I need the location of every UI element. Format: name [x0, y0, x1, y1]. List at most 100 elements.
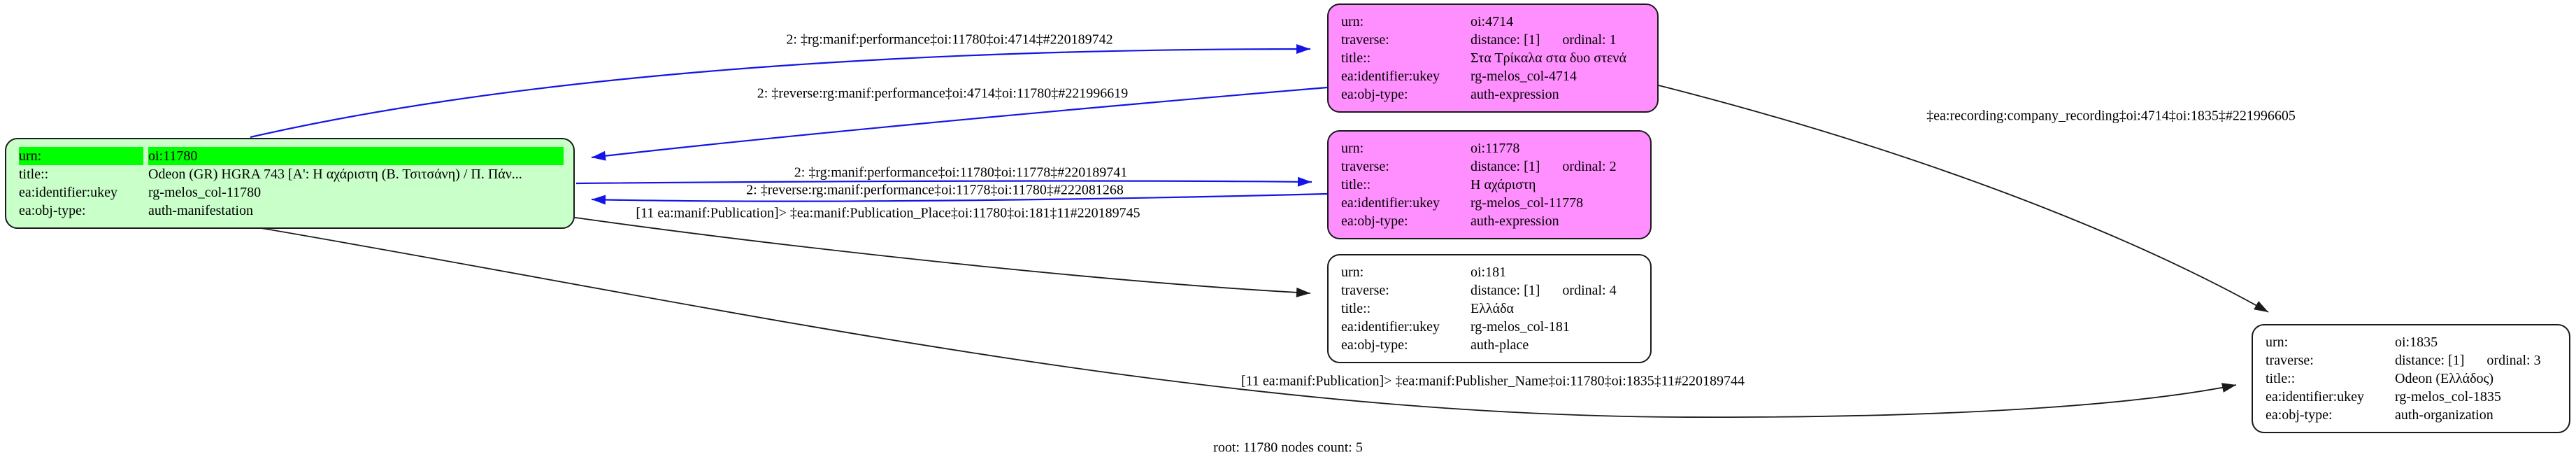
objtype-row: ea:obj-type: auth-organization: [2253, 406, 2569, 424]
field-key: urn:: [1341, 141, 1364, 156]
identifier-row: ea:identifier:ukey rg-melos_col-181: [1329, 318, 1650, 336]
field-value: oi:181: [1471, 265, 1507, 280]
field-value: oi:11780: [148, 147, 564, 165]
field-key: ea:obj-type:: [1341, 87, 1408, 102]
field-value: oi:4714: [1471, 14, 1514, 29]
identifier-row: ea:identifier:ukey rg-melos_col-4714: [1329, 67, 1657, 85]
edge-performance-11780-4714: [250, 44, 1311, 139]
field-key: ea:identifier:ukey: [1341, 319, 1440, 335]
traverse-row: traverse: distance: [1] ordinal: 3: [2253, 351, 2569, 370]
edge-label-reverse-performance-4714: 2: ‡reverse:rg:manif:performance‡oi:4714…: [757, 85, 1129, 101]
distance-value: distance: [1]: [1471, 32, 1540, 48]
urn-row: urn: oi:1835: [2253, 333, 2569, 351]
field-key: traverse:: [1341, 283, 1389, 298]
node-oi-181[interactable]: urn: oi:181 traverse: distance: [1] ordin…: [1327, 254, 1652, 363]
objtype-row: ea:obj-type: auth-expression: [1329, 85, 1657, 104]
field-value: auth-expression: [1471, 87, 1559, 102]
field-value: rg-melos_col-181: [1471, 319, 1570, 335]
field-value: Η αχάριστη: [1471, 177, 1536, 192]
ordinal-value: ordinal: 4: [1562, 283, 1617, 298]
objtype-row: ea:obj-type: auth-place: [1329, 336, 1650, 354]
field-value: auth-manifestation: [148, 203, 253, 218]
objtype-row: ea:obj-type: auth-manifestation: [6, 202, 573, 220]
field-key: title::: [1341, 301, 1371, 316]
title-row: title:: Ελλάδα: [1329, 300, 1650, 318]
field-key: ea:obj-type:: [1341, 213, 1408, 229]
ordinal-value: ordinal: 3: [2486, 353, 2541, 368]
edge-publisher-name-11780-1835: [248, 225, 2237, 419]
field-value: distance: [1] ordinal: 3: [2395, 351, 2559, 370]
field-value: distance: [1] ordinal: 2: [1471, 157, 1640, 176]
edge-label-reverse-performance-11778: 2: ‡reverse:rg:manif:performance‡oi:1177…: [746, 182, 1124, 198]
edge-publication-place-11780-181: [570, 216, 1311, 297]
field-value: Ελλάδα: [1471, 301, 1514, 316]
edge-label-publication-place: [11 ea:manif:Publication]> ‡ea:manif:Pub…: [636, 205, 1140, 221]
edge-label-publisher-name: [11 ea:manif:Publication]> ‡ea:manif:Pub…: [1240, 373, 1745, 389]
edge-performance-11780-11778: [575, 176, 1312, 187]
field-key: ea:identifier:ukey: [19, 185, 118, 200]
field-key: ea:identifier:ukey: [1341, 195, 1440, 211]
field-value: Odeon (Ελλάδος): [2395, 371, 2494, 386]
field-key: traverse:: [2266, 353, 2314, 368]
edge-reverse-performance-11778-11780: [591, 192, 1328, 205]
distance-value: distance: [1]: [1471, 283, 1540, 298]
field-value: rg-melos_col-1835: [2395, 389, 2501, 405]
ordinal-value: ordinal: 2: [1562, 159, 1617, 174]
urn-row: urn: oi:11780: [6, 147, 573, 165]
node-oi-11778[interactable]: urn: oi:11778 traverse: distance: [1] ord…: [1327, 130, 1652, 239]
distance-value: distance: [1]: [2395, 353, 2465, 368]
field-key: urn:: [1341, 265, 1364, 280]
field-key: ea:obj-type:: [19, 203, 86, 218]
field-value: distance: [1] ordinal: 1: [1471, 31, 1647, 49]
field-value: auth-place: [1471, 337, 1529, 353]
identifier-row: ea:identifier:ukey rg-melos_col-11780: [6, 183, 573, 202]
field-key: traverse:: [1341, 32, 1389, 48]
traverse-row: traverse: distance: [1] ordinal: 1: [1329, 31, 1657, 49]
identifier-row: ea:identifier:ukey rg-melos_col-1835: [2253, 388, 2569, 406]
field-key: title::: [1341, 177, 1371, 192]
field-value: oi:1835: [2395, 335, 2438, 350]
field-key: urn:: [1341, 14, 1364, 29]
title-row: title:: Η αχάριστη: [1329, 176, 1650, 194]
node-oi-4714[interactable]: urn: oi:4714 traverse: distance: [1] ordi…: [1327, 3, 1659, 113]
field-value: rg-melos_col-4714: [1471, 69, 1577, 84]
field-value: auth-organization: [2395, 407, 2493, 423]
field-key: traverse:: [1341, 159, 1389, 174]
field-value: distance: [1] ordinal: 4: [1471, 281, 1640, 300]
title-row: title:: Στα Τρίκαλα στα δυο στενά: [1329, 49, 1657, 67]
distance-value: distance: [1]: [1471, 159, 1540, 174]
edge-reverse-performance-4714-11780: [591, 86, 1328, 161]
edge-label-company-recording: ‡ea:recording:company_recording‡oi:4714‡…: [1926, 108, 2296, 124]
objtype-row: ea:obj-type: auth-expression: [1329, 212, 1650, 230]
field-key: ea:identifier:ukey: [2266, 389, 2365, 405]
urn-row: urn: oi:4714: [1329, 13, 1657, 31]
field-value: oi:11778: [1471, 141, 1520, 156]
field-key: ea:obj-type:: [2266, 407, 2333, 423]
field-value: auth-expression: [1471, 213, 1559, 229]
edge-label-performance-4714: 2: ‡rg:manif:performance‡oi:11780‡oi:471…: [786, 31, 1113, 48]
identifier-row: ea:identifier:ukey rg-melos_col-11778: [1329, 194, 1650, 212]
title-row: title:: Odeon (Ελλάδος): [2253, 370, 2569, 388]
field-value: rg-melos_col-11780: [148, 185, 262, 200]
title-row: title:: Odeon (GR) HGRA 743 [Α': Η αχάρι…: [6, 165, 573, 183]
edge-company-recording-4714-1835: [1658, 85, 2269, 313]
field-key: title::: [19, 167, 49, 182]
node-oi-11780[interactable]: urn: oi:11780 title:: Odeon (GR) HGRA 74…: [5, 138, 575, 229]
field-key: ea:obj-type:: [1341, 337, 1408, 353]
field-key: urn:: [2266, 335, 2289, 350]
edge-label-performance-11778: 2: ‡rg:manif:performance‡oi:11780‡oi:117…: [794, 164, 1128, 181]
ordinal-value: ordinal: 1: [1562, 32, 1617, 48]
field-key: ea:identifier:ukey: [1341, 69, 1440, 84]
field-key: urn:: [19, 147, 148, 165]
field-value: Odeon (GR) HGRA 743 [Α': Η αχάριστη (Β. …: [148, 167, 522, 182]
field-value: Στα Τρίκαλα στα δυο στενά: [1471, 50, 1626, 66]
field-key: title::: [2266, 371, 2296, 386]
field-key: title::: [1341, 50, 1371, 66]
traverse-row: traverse: distance: [1] ordinal: 4: [1329, 281, 1650, 300]
urn-row: urn: oi:11778: [1329, 139, 1650, 157]
node-oi-1835[interactable]: urn: oi:1835 traverse: distance: [1] ordi…: [2252, 324, 2570, 433]
traverse-row: traverse: distance: [1] ordinal: 2: [1329, 157, 1650, 176]
graph-caption: root: 11780 nodes count: 5: [1213, 440, 1363, 456]
